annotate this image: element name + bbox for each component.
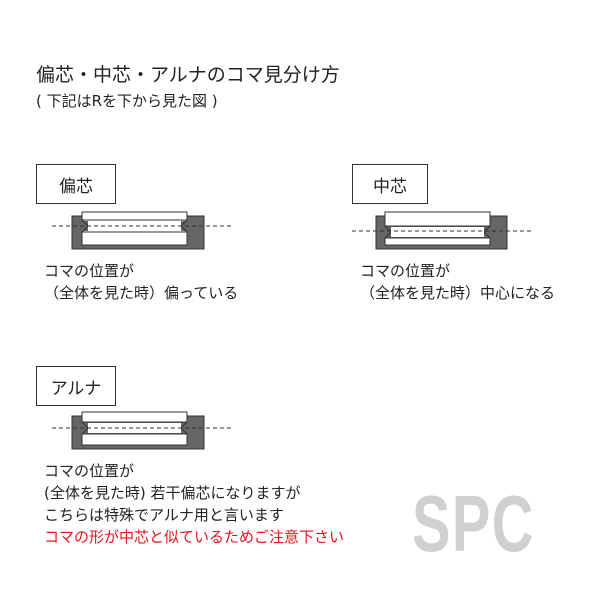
- caption-henshin: コマの位置が （全体を見た時）偏っている: [44, 260, 238, 304]
- label-chushin: 中芯: [352, 164, 428, 204]
- caption-line: （全体を見た時）偏っている: [44, 284, 239, 302]
- watermark-logo: SPC: [412, 479, 535, 568]
- caption-line: (全体を見た時) 若干偏芯になりますが: [44, 484, 301, 502]
- caption-line: こちらは特殊でアルナ用と言います: [44, 506, 284, 524]
- label-aruna: アルナ: [36, 366, 116, 406]
- caption-line: （全体を見た時）中心になる: [360, 284, 556, 302]
- caption-chushin: コマの位置が （全体を見た時）中心になる: [360, 260, 555, 304]
- caption-aruna: コマの位置が (全体を見た時) 若干偏芯になりますが こちらは特殊でアルナ用と言…: [44, 460, 344, 548]
- caption-line: コマの位置が: [44, 462, 135, 480]
- caption-line: コマの位置が: [360, 262, 451, 280]
- warning-text: コマの形が中芯と似ているためご注意下さい: [44, 528, 345, 546]
- diagram-chushin: [352, 211, 532, 250]
- page-subtitle: ( 下記はRを下から見た図 ): [36, 92, 218, 110]
- diagram-henshin: [52, 211, 232, 250]
- diagram-aruna: [52, 411, 232, 450]
- caption-line: コマの位置が: [44, 262, 135, 280]
- page-title: 偏芯・中芯・アルナのコマ見分け方: [36, 64, 340, 86]
- label-henshin: 偏芯: [36, 164, 116, 204]
